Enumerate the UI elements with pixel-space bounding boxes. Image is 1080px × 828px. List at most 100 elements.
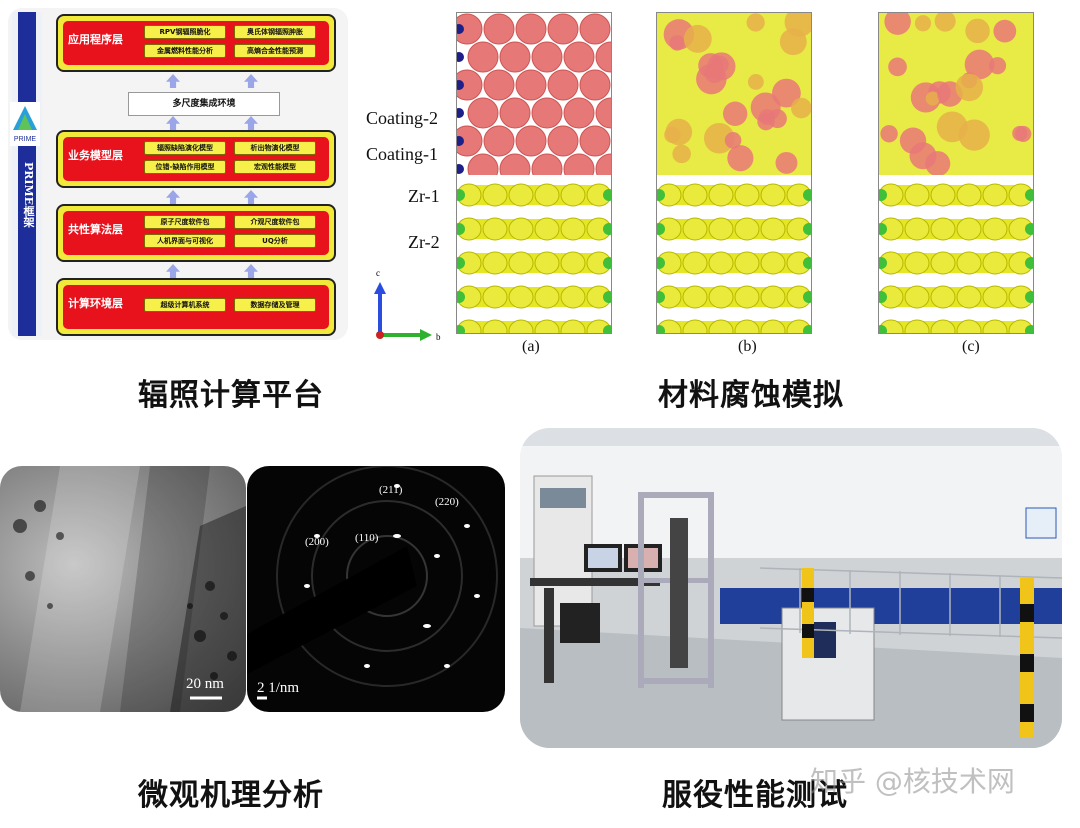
zr-atom-cloud	[956, 319, 982, 333]
zr-atom	[879, 189, 887, 201]
disordered-atom	[704, 63, 725, 83]
zr-atom-cloud	[708, 285, 734, 309]
boundary-atom	[457, 164, 464, 174]
zr-atom-cloud	[657, 217, 682, 241]
layer-item: 人机界面与可视化	[144, 234, 226, 248]
disordered-atom	[746, 13, 765, 32]
tem-texture	[13, 466, 246, 712]
zr-atom-cloud	[560, 285, 586, 309]
zr-atom-cloud	[786, 285, 811, 309]
zr-atom-cloud	[760, 183, 786, 207]
coating-atom	[499, 97, 531, 129]
coating-atom	[467, 97, 499, 129]
zr-atom	[603, 189, 611, 201]
disordered-atom	[955, 73, 984, 102]
zr-atom-cloud	[682, 285, 708, 309]
layer-item: 辐照缺陷演化模型	[144, 141, 226, 155]
arrow-up-icon	[166, 116, 180, 130]
zr-atom-cloud	[982, 183, 1008, 207]
spot-label: (200)	[305, 536, 329, 548]
boundary-atom	[457, 108, 464, 118]
coating-atom	[515, 13, 547, 45]
layer-label: Coating-2	[366, 108, 438, 128]
disordered-atom	[727, 145, 754, 172]
disordered-atom	[914, 15, 932, 32]
disordered-atom	[880, 125, 898, 143]
zr-atom-cloud	[534, 251, 560, 275]
arrow-up-icon	[166, 190, 180, 204]
arrow-up-icon	[244, 264, 258, 278]
zr-atom-cloud	[457, 285, 482, 309]
zr-atom-cloud	[708, 183, 734, 207]
simulation-panel-c	[878, 12, 1034, 334]
layer-item: 位错-缺陷作用模型	[144, 160, 226, 174]
coating-atom	[547, 69, 579, 101]
zr-atom	[879, 291, 887, 303]
arrow-up-icon	[244, 190, 258, 204]
zr-atom-cloud	[930, 285, 956, 309]
zr-atom	[803, 257, 811, 269]
arrow-up-icon	[166, 74, 180, 88]
zr-atom-cloud	[930, 183, 956, 207]
disordered-atom	[899, 127, 927, 154]
arrow-up-icon	[244, 116, 258, 130]
zr-atom-cloud	[457, 217, 482, 241]
zr-atom	[1025, 325, 1033, 333]
zr-atom-cloud	[1008, 183, 1033, 207]
zr-atom-cloud	[508, 319, 534, 333]
layer-business-model: 业务模型层 辐照缺陷演化模型 析出物演化模型 位错-缺陷作用模型 宏观性能模型	[56, 130, 336, 188]
zr-atom-cloud	[457, 183, 482, 207]
zr-atom-cloud	[760, 319, 786, 333]
zr-atom-cloud	[982, 217, 1008, 241]
zr-atom-cloud	[708, 251, 734, 275]
zr-atom-cloud	[560, 183, 586, 207]
zr-atom	[657, 257, 665, 269]
zr-atom-cloud	[534, 183, 560, 207]
zr-atom-cloud	[534, 217, 560, 241]
zr-atom-cloud	[508, 285, 534, 309]
coating-atom	[547, 125, 579, 157]
zr-atom-cloud	[682, 319, 708, 333]
panel-label: (b)	[738, 338, 757, 355]
zr-atom-cloud	[586, 251, 611, 275]
disordered-atom	[775, 151, 798, 174]
diffraction-rings	[247, 466, 498, 700]
zr-atom-cloud	[508, 183, 534, 207]
disordered-atom	[703, 122, 735, 154]
coating-atom	[457, 13, 483, 45]
zr-atom-cloud	[879, 285, 904, 309]
sidebar-title: PRIME框架	[22, 162, 35, 228]
zr-atom-cloud	[982, 251, 1008, 275]
disordered-atom	[965, 18, 990, 44]
arrow-up-icon	[166, 264, 180, 278]
zr-atom-cloud	[786, 217, 811, 241]
zr-atom-cloud	[586, 217, 611, 241]
disordered-atom	[925, 91, 940, 106]
zr-atom-cloud	[657, 285, 682, 309]
caption-service-performance-test: 服役性能测试	[662, 778, 848, 813]
coating-atom	[579, 13, 611, 45]
zr-atom	[657, 325, 665, 333]
boundary-atom	[457, 24, 464, 34]
zr-atom-cloud	[930, 251, 956, 275]
disordered-atom	[767, 109, 787, 129]
disordered-atom	[672, 144, 691, 164]
layer-application: 应用程序层 RPV钢辐照脆化 奥氏体钢辐照肿胀 金属燃料性能分析 高熵合金性能预…	[56, 14, 336, 72]
zr-atom	[457, 257, 465, 269]
zr-atom	[1025, 223, 1033, 235]
axis-c-label: c	[376, 270, 380, 278]
disordered-atom	[934, 13, 956, 32]
zr-atom-cloud	[1008, 217, 1033, 241]
disordered-atom	[888, 57, 907, 77]
lattice-render	[457, 13, 611, 333]
zr-atom-cloud	[734, 251, 760, 275]
layer-label: Zr-1	[408, 186, 440, 206]
boundary-atom	[457, 80, 464, 90]
zr-atom-cloud	[760, 285, 786, 309]
layer-name: 应用程序层	[68, 33, 123, 46]
arrow-up-icon	[244, 74, 258, 88]
coating-atom	[595, 97, 611, 129]
zr-atom-cloud	[508, 217, 534, 241]
zr-atom	[457, 325, 465, 333]
caption-micro-mechanism: 微观机理分析	[138, 778, 324, 813]
